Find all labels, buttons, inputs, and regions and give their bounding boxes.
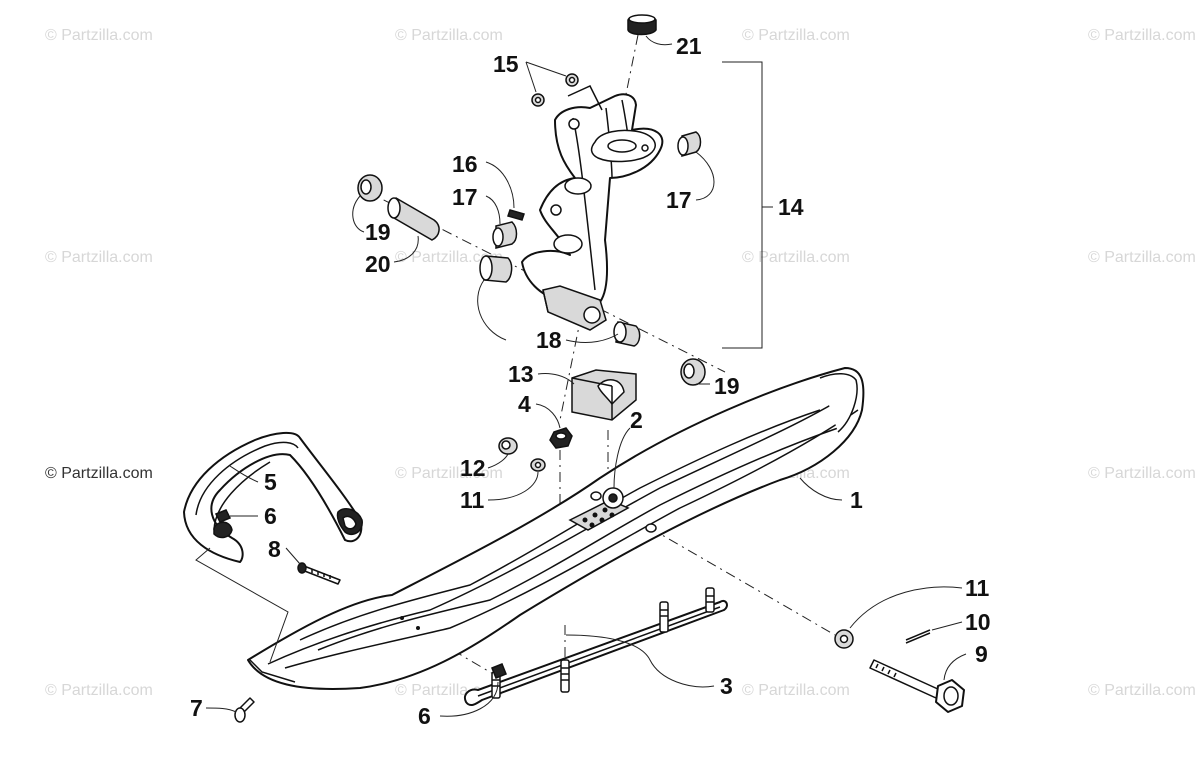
watermark: © Partzilla.com: [1088, 249, 1196, 266]
hardware: [214, 14, 965, 723]
watermark: © Partzilla.com: [395, 27, 503, 44]
callout-4: 4: [518, 391, 531, 417]
callout-16: 16: [452, 151, 478, 177]
callout-20: 20: [365, 251, 391, 277]
bracket-14: [722, 61, 773, 349]
callout-19-right: 19: [714, 373, 740, 399]
callout-11-left: 11: [460, 487, 485, 513]
callout-2: 2: [630, 407, 643, 433]
callout-17-right: 17: [666, 187, 692, 213]
callout-5: 5: [264, 469, 277, 495]
watermark: © Partzilla.com: [45, 465, 153, 482]
callout-8: 8: [268, 536, 281, 562]
wear-bar: [464, 587, 728, 707]
callout-17-left: 17: [452, 184, 478, 210]
callout-1: 1: [850, 487, 863, 513]
watermark: © Partzilla.com: [395, 249, 503, 266]
callout-6-upper: 6: [264, 503, 277, 529]
watermark: © Partzilla.com: [1088, 27, 1196, 44]
callout-15: 15: [493, 51, 519, 77]
callout-11-right: 11: [965, 575, 990, 601]
ski-handle: [183, 432, 363, 563]
watermark: © Partzilla.com: [45, 682, 153, 699]
watermark: © Partzilla.com: [1088, 465, 1196, 482]
callout-19-left: 19: [365, 219, 391, 245]
callout-3: 3: [720, 673, 733, 699]
watermark: © Partzilla.com: [742, 27, 850, 44]
leader-lines: [195, 35, 967, 717]
callout-18: 18: [536, 327, 562, 353]
callout-10: 10: [965, 609, 991, 635]
watermark: © Partzilla.com: [742, 682, 850, 699]
watermark: © Partzilla.com: [45, 249, 153, 266]
callout-13: 13: [508, 361, 534, 387]
callouts: 21 15 16 17 17 14 19 20 18 13 19 4 2 12 …: [190, 33, 991, 729]
callout-9: 9: [975, 641, 988, 667]
watermark: © Partzilla.com: [45, 27, 153, 44]
watermark: © Partzilla.com: [742, 249, 850, 266]
callout-21: 21: [676, 33, 702, 59]
callout-6-lower: 6: [418, 703, 431, 729]
callout-12: 12: [460, 455, 486, 481]
watermarks: © Partzilla.com © Partzilla.com © Partzi…: [45, 27, 1196, 699]
watermark: © Partzilla.com: [1088, 682, 1196, 699]
ski-saddle-assembly: [521, 93, 664, 331]
watermark: © Partzilla.com: [395, 465, 503, 482]
callout-7: 7: [190, 695, 203, 721]
callout-14: 14: [778, 194, 804, 220]
